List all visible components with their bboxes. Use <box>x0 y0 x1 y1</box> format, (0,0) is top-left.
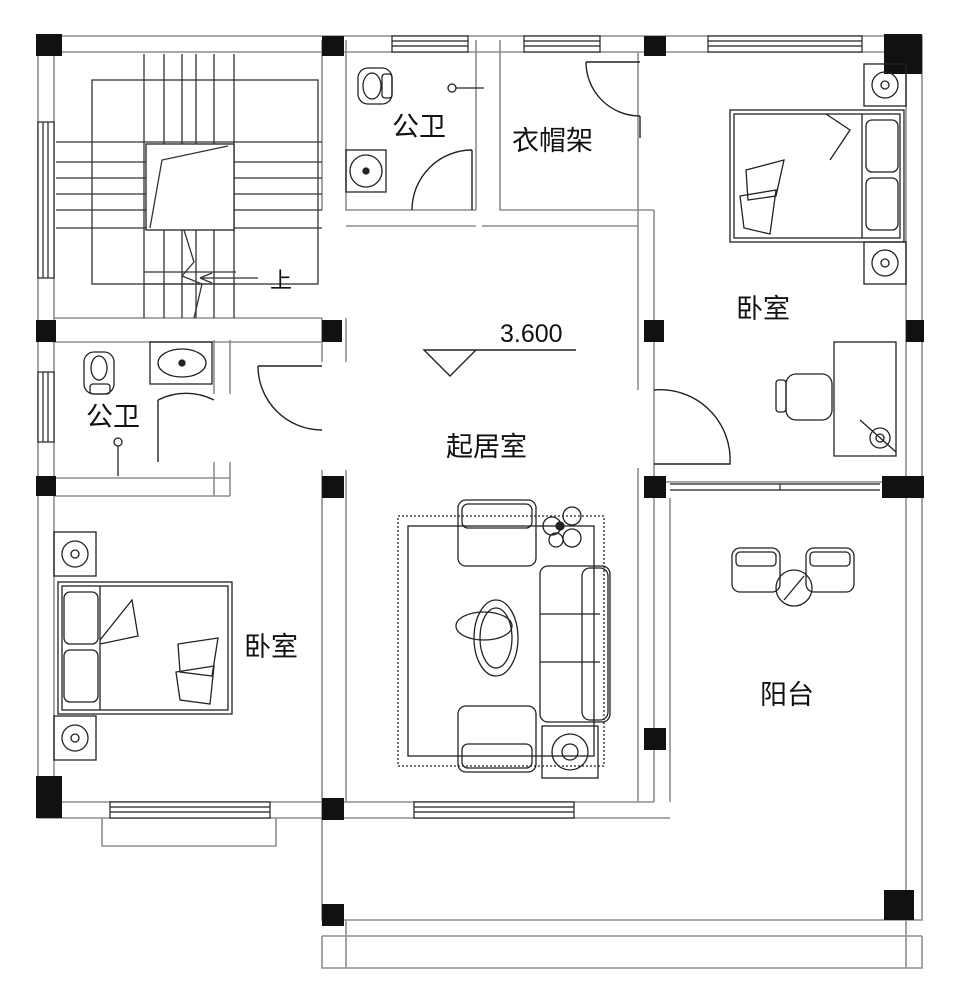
window <box>523 35 601 53</box>
floor-drain-icon <box>113 437 123 476</box>
column <box>36 476 56 496</box>
window <box>37 371 55 443</box>
interior-wall <box>54 317 347 802</box>
nightstand-lamp-icon <box>863 241 907 285</box>
staircase <box>56 54 322 319</box>
column <box>884 34 922 74</box>
room-label-wc-top: 公卫 <box>392 112 446 143</box>
column <box>36 776 62 818</box>
door-swing <box>257 365 323 431</box>
column <box>322 320 342 342</box>
armchair-icon <box>731 547 781 593</box>
coffee-table-icon <box>455 599 519 677</box>
office-chair-icon <box>775 373 833 421</box>
window <box>109 801 271 819</box>
nightstand-lamp-icon <box>863 63 907 107</box>
wall-fragment <box>101 818 277 847</box>
window <box>707 35 863 53</box>
washbasin-icon <box>149 341 213 385</box>
room-label-living: 起居室 <box>446 432 527 463</box>
round-table-icon <box>775 569 813 607</box>
door-swing <box>585 61 641 138</box>
column <box>906 320 924 342</box>
column <box>322 36 344 56</box>
sofa-icon <box>539 565 611 723</box>
column <box>882 476 924 498</box>
armchair-icon <box>457 499 537 567</box>
column <box>644 476 666 498</box>
column <box>644 320 664 342</box>
room-label-balcony: 阳台 <box>760 680 814 711</box>
door-swing <box>157 392 215 462</box>
armchair-icon <box>805 547 855 593</box>
elevation-marker <box>422 349 576 377</box>
balcony-wall <box>321 481 923 969</box>
elevation-label: 3.600 <box>500 320 563 348</box>
squat-toilet-icon <box>83 351 115 395</box>
room-label-cloakroom: 衣帽架 <box>512 126 593 157</box>
side-table-lamp-icon <box>541 725 599 779</box>
window <box>37 121 55 279</box>
room-label-wc-left: 公卫 <box>86 402 140 433</box>
column <box>322 476 344 498</box>
column <box>322 904 344 926</box>
rug-icon <box>397 515 605 767</box>
door-swing <box>411 149 473 211</box>
stair-up-label: 上 <box>270 269 292 294</box>
interior-wall <box>346 225 655 468</box>
double-bed-icon <box>57 581 233 715</box>
sliding-door <box>670 483 880 491</box>
column <box>644 728 666 750</box>
interior-wall <box>321 40 654 211</box>
window <box>391 35 469 53</box>
column <box>644 36 666 56</box>
column <box>36 320 56 342</box>
interior-wall <box>637 210 655 802</box>
plant-icon <box>542 506 582 548</box>
armchair-icon <box>457 705 537 773</box>
floor-drain-icon <box>447 83 484 93</box>
room-label-bedroom-sw: 卧室 <box>244 632 298 663</box>
door-swing <box>653 389 731 465</box>
window <box>413 801 575 819</box>
double-bed-icon <box>729 109 905 243</box>
stair-up-arrow <box>199 272 258 284</box>
desk-icon <box>833 341 897 457</box>
washbasin-icon <box>345 149 387 193</box>
squat-toilet-icon <box>357 67 393 105</box>
nightstand-lamp-icon <box>53 531 97 577</box>
column <box>322 798 344 820</box>
column <box>884 890 914 920</box>
interior-wall <box>54 340 231 497</box>
nightstand-lamp-icon <box>53 715 97 761</box>
room-label-bedroom-ne: 卧室 <box>736 294 790 325</box>
column <box>36 34 62 56</box>
